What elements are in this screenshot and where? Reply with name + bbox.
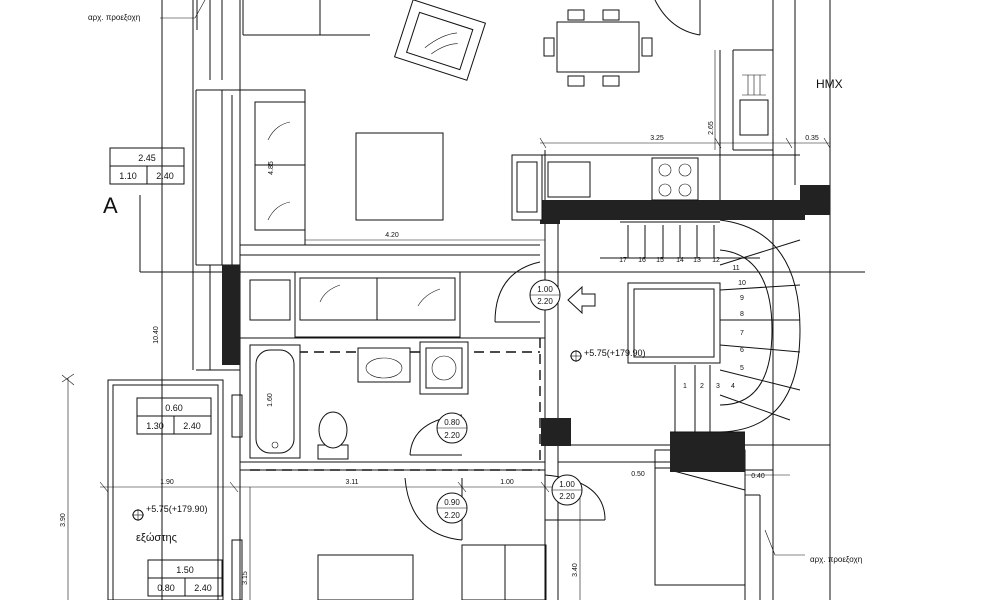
step-11: 11: [732, 265, 739, 272]
step-17: 17: [619, 257, 627, 264]
door-tag-2: 0.80 2.20: [436, 412, 468, 444]
dining-table: [543, 9, 653, 87]
dim-room2-depth: 3.40: [572, 563, 579, 577]
spiral-stair: [600, 219, 801, 433]
step-13: 13: [693, 257, 701, 264]
step-12: 12: [712, 257, 720, 264]
dim-hmx-width: 0.35: [805, 135, 819, 142]
projection-label-top: αρχ. προεξοχη: [88, 13, 140, 22]
dim-sofa-depth: 4.85: [268, 161, 275, 175]
window-table-2-left: 1.30: [146, 421, 164, 431]
level-marker-stair: +5.75(+179.90): [570, 348, 646, 362]
dim-bath-depth: 1.60: [267, 393, 274, 407]
wall-solids: [222, 185, 830, 472]
hmx-label: HMX: [816, 77, 843, 91]
dim-bedroom-width: 3.11: [345, 479, 358, 486]
dim-wardrobe: 0.50: [631, 471, 645, 478]
furniture: [239, 0, 801, 460]
step-16: 16: [638, 257, 646, 264]
sofa-lower: [294, 271, 461, 338]
dim-small-right: 0.40: [751, 473, 765, 480]
window-table-1: 2.45 1.10 2.40: [109, 147, 185, 185]
window-table-3-top: 1.50: [176, 565, 194, 575]
dimension-labels: 3.25 2.65 0.35 4.20 4.85 10.40 1.60 1.90…: [60, 121, 819, 585]
armchair: [393, 0, 487, 81]
door-tag-3: 0.90 2.20: [436, 492, 468, 524]
window-table-2-right: 2.40: [183, 421, 201, 431]
dim-balcony-width: 1.90: [160, 479, 174, 486]
step-9: 9: [740, 295, 744, 302]
window-table-3: 1.50 0.80 2.40: [147, 559, 223, 597]
dim-left-depth: 3.90: [60, 513, 67, 527]
door-tag-3-height: 2.20: [444, 511, 460, 520]
window-table-3-right: 2.40: [194, 583, 212, 593]
door-tag-1: 1.00 2.20: [529, 279, 561, 311]
window-table-3-left: 0.80: [157, 583, 175, 593]
step-15: 15: [656, 257, 664, 264]
door-tag-4: 1.00 2.20: [551, 474, 583, 506]
projection-label-bottom: αρχ. προεξοχη: [810, 555, 862, 564]
window-table-2-top: 0.60: [165, 403, 183, 413]
section-mark: A: [103, 193, 118, 218]
dim-living-width: 4.20: [385, 232, 399, 239]
window-table-1-left: 1.10: [119, 171, 137, 181]
dim-overall-depth: 10.40: [153, 326, 160, 344]
plan-labels: αρχ. προεξοχη αρχ. προεξοχη HMX A εξώστη…: [88, 13, 862, 564]
dim-corridor-width: 1.00: [500, 479, 514, 486]
door-tag-1-height: 2.20: [537, 297, 553, 306]
step-3: 3: [716, 383, 720, 390]
door-tag-4-height: 2.20: [559, 492, 575, 501]
level-marker-balcony: +5.75(+179.90): [132, 504, 208, 521]
step-4: 4: [731, 383, 735, 390]
dim-kitchen-depth: 2.65: [708, 121, 715, 135]
level-text-stair: +5.75(+179.90): [584, 348, 646, 358]
door-tag-2-width: 0.80: [444, 418, 460, 427]
level-text-balcony: +5.75(+179.90): [146, 504, 208, 514]
door-swings: [404, 261, 606, 541]
step-6: 6: [740, 347, 744, 354]
window-table-1-right: 2.40: [156, 171, 174, 181]
door-tag-2-height: 2.20: [444, 431, 460, 440]
door-tag-3-width: 0.90: [444, 498, 460, 507]
step-10: 10: [738, 280, 746, 287]
dim-kitchen-width: 3.25: [650, 135, 664, 142]
step-2: 2: [700, 383, 704, 390]
dim-bedroom-depth: 3.15: [242, 571, 249, 585]
step-8: 8: [740, 311, 744, 318]
stair-step-numbers: 17 16 15 14 13 12 11 10 9 8 7 6 5 4 3 2 …: [619, 257, 746, 390]
window-table-1-top: 2.45: [138, 153, 156, 163]
step-1: 1: [683, 383, 687, 390]
step-5: 5: [740, 365, 744, 372]
door-tag-4-width: 1.00: [559, 480, 575, 489]
door-tag-1-width: 1.00: [537, 285, 553, 294]
sofa-left: [239, 89, 306, 246]
step-7: 7: [740, 330, 744, 337]
step-14: 14: [676, 257, 684, 264]
window-table-2: 0.60 1.30 2.40: [136, 397, 212, 435]
balcony-label: εξώστης: [136, 532, 177, 544]
